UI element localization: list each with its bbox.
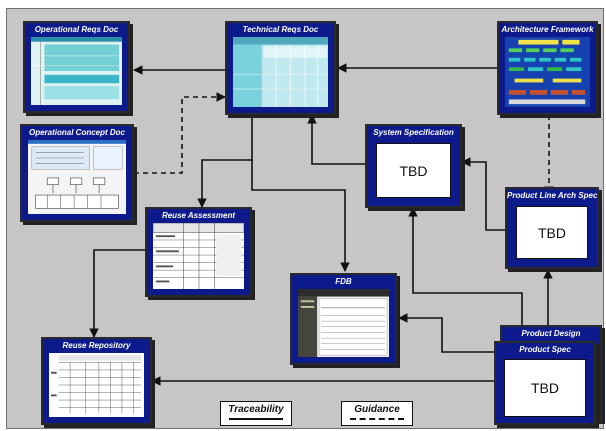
node-reuse-repository: Reuse Repository: [41, 337, 152, 425]
connector-productline-to-system: [461, 157, 505, 231]
node-product-spec: Product Spec TBD: [494, 341, 596, 425]
legend-traceability: Traceability: [220, 401, 292, 426]
connector-system-to-technical: [307, 114, 365, 165]
tbd-placeholder: TBD: [504, 359, 586, 417]
node-operational-reqs-doc: Operational Reqs Doc: [23, 21, 130, 113]
connector-technical-to-reuse-assessment: [197, 115, 253, 208]
node-title: Operational Reqs Doc: [34, 25, 119, 34]
node-technical-reqs-doc: Technical Reqs Doc: [225, 21, 336, 115]
node-title: Product Line Arch Spec: [507, 191, 597, 200]
legend-guidance-label: Guidance: [354, 404, 400, 415]
node-title: Operational Concept Doc: [28, 128, 125, 137]
node-fdb: FDB: [290, 273, 397, 365]
node-title: System Specification: [373, 128, 454, 137]
legend-solid-line: [229, 418, 283, 420]
node-title: Technical Reqs Doc: [242, 25, 319, 34]
node-title: Reuse Repository: [62, 341, 131, 350]
node-reuse-assessment: Reuse Assessment: [145, 207, 252, 297]
connector-design-to-system: [408, 207, 523, 325]
guidance-concept-to-technical: [134, 92, 226, 174]
node-title: FDB: [335, 277, 352, 286]
framework-thumbnail: [505, 37, 590, 107]
document-thumbnail: [233, 37, 328, 107]
table-thumbnail: [153, 223, 244, 289]
connector-assessment-to-repository: [89, 249, 145, 338]
legend-dashed-line: [350, 418, 404, 420]
legend-traceability-label: Traceability: [228, 404, 284, 415]
node-architecture-framework: Architecture Framework: [497, 21, 598, 115]
connector-technical-to-fdb: [251, 160, 350, 272]
legend-guidance: Guidance: [341, 401, 413, 426]
document-thumbnail: [28, 140, 126, 214]
node-title: Product Spec: [519, 345, 571, 354]
tbd-placeholder: TBD: [376, 143, 451, 198]
node-product-line-arch-spec: Product Line Arch Spec TBD: [505, 187, 599, 269]
node-title: Architecture Framework: [501, 25, 594, 34]
node-system-specification: System Specification TBD: [365, 124, 462, 208]
document-thumbnail: [31, 37, 122, 105]
node-title: Product Design: [521, 329, 581, 338]
database-thumbnail: [298, 289, 389, 357]
tbd-placeholder: TBD: [516, 206, 588, 259]
node-operational-concept-doc: Operational Concept Doc: [20, 124, 134, 222]
connector-spec-to-fdb: [398, 313, 494, 353]
node-title: Reuse Assessment: [161, 211, 236, 220]
table-thumbnail: [49, 353, 144, 417]
